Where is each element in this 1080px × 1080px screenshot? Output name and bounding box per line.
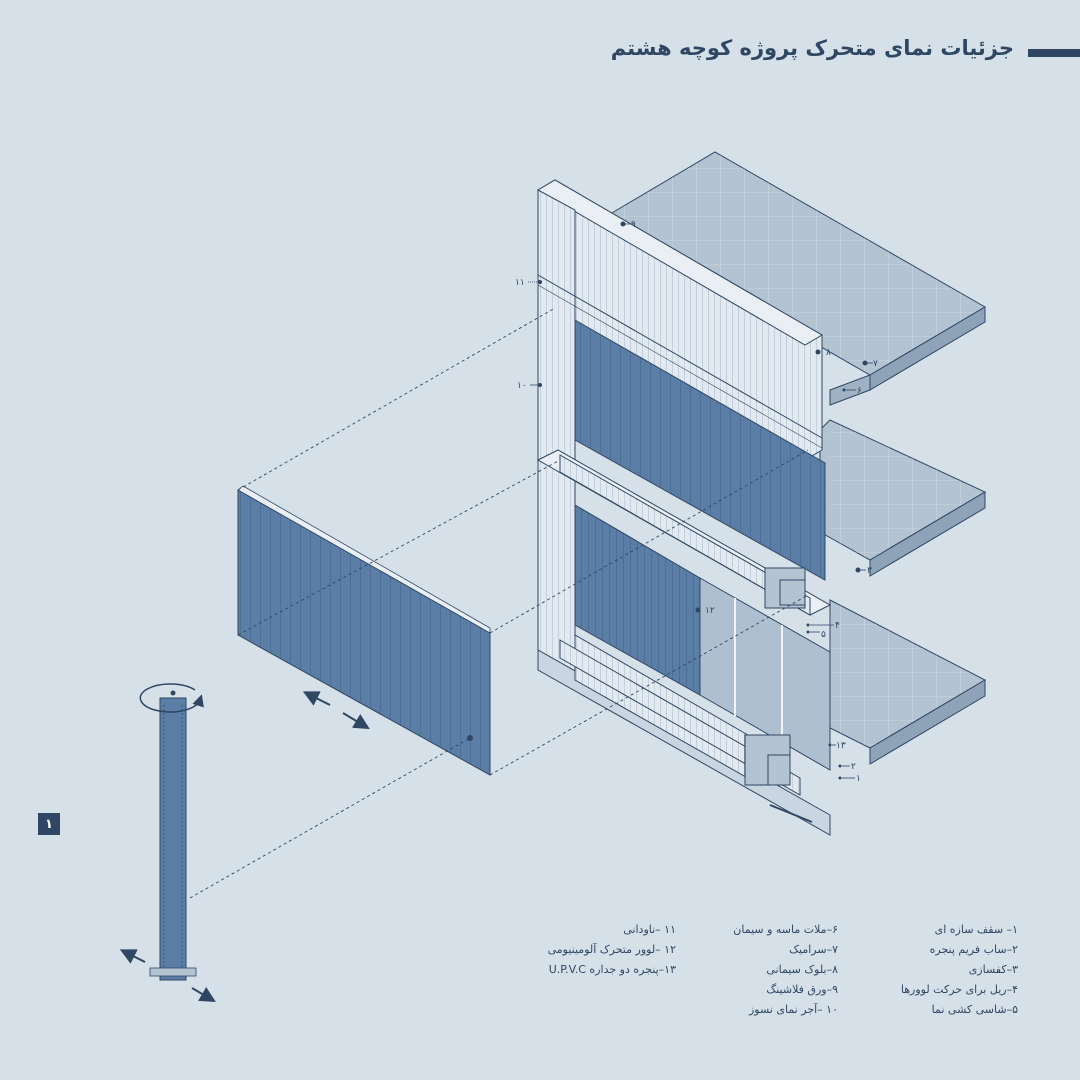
callout-5: ۵: [821, 630, 826, 640]
callout-1: ۱: [856, 774, 861, 784]
callout-13: ۱۳: [836, 741, 846, 751]
legend-item: ۱۲ –لوور متحرک آلومینیومی: [547, 943, 676, 956]
callout-10: ۱۰: [517, 381, 527, 391]
callouts: [528, 221, 873, 780]
legend-item: ۹–ورق فلاشینگ: [766, 983, 838, 996]
legend-item: ۳–کفسازی: [968, 963, 1018, 976]
rotation-arrow-icon: [139, 683, 204, 713]
projection-lines: [189, 307, 809, 899]
floor-slab-top: [599, 151, 986, 406]
legend-item: ۶–ملات ماسه و سیمان: [733, 923, 838, 936]
callout-2: ۲: [851, 762, 856, 772]
legend-item: ۸–بلوک سیمانی: [766, 963, 838, 976]
rail-frame-bottom: [559, 639, 813, 823]
legend-item: ۵–شاسی کشی نما: [931, 1003, 1018, 1016]
floor-slab-middle: [819, 419, 987, 577]
callout-labels: ۹ ۱۱ ۱۰ ۸ ۷ ۶ ۳ ۴ ۵ ۱۲ ۱۳ ۲ ۱: [515, 220, 878, 784]
legend-item: ۱۰ –آجر نمای نسوز: [749, 1003, 838, 1016]
title-accent-bar: [1028, 49, 1080, 57]
facade-louvers-upper: [574, 319, 826, 581]
legend-column-1: ۱– سقف سازه ای ۲–ساب فریم پنجره ۳–کفسازی…: [901, 920, 1018, 1020]
callout-7: ۷: [873, 359, 878, 369]
callout-3: ۳: [867, 566, 872, 576]
callout-4: ۴: [835, 621, 840, 631]
legend-item: ۴–ریل برای حرکت لوورها: [900, 983, 1018, 996]
legend-item: ۱۱ –ناودانی: [623, 923, 676, 936]
legend-item: ۷–سرامیک: [789, 943, 838, 956]
rail-frame-middle: [559, 454, 811, 616]
floor-slab-bottom: [829, 599, 987, 765]
callout-11: ۱۱: [515, 278, 525, 288]
legend-column-3: ۱۱ –ناودانی ۱۲ –لوور متحرک آلومینیومی ۱۳…: [548, 920, 676, 980]
legend-item: ۱– سقف سازه ای: [934, 923, 1018, 936]
page-title: جزئیات نمای متحرک پروژه کوچه هشتم: [610, 36, 1014, 60]
legend-column-2: ۶–ملات ماسه و سیمان ۷–سرامیک ۸–بلوک سیما…: [733, 920, 838, 1020]
single-louver-blade: [149, 697, 197, 981]
figure-number-badge: ۱: [38, 813, 60, 835]
callout-6: ۶: [857, 386, 862, 396]
callout-8: ۸: [826, 348, 831, 358]
exploded-louver-panel: [237, 485, 491, 776]
callout-12: ۱۲: [705, 606, 715, 616]
legend-item: ۱۳–پنجره دو جداره U.P.V.C: [548, 963, 676, 976]
callout-9: ۹: [631, 220, 636, 230]
slide-direction-arrows: [119, 691, 370, 1003]
legend-item: ۲–ساب فریم پنجره: [929, 943, 1018, 956]
